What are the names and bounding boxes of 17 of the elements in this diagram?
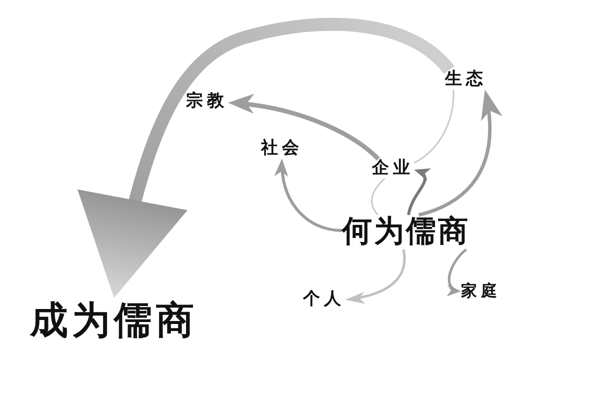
goal-title: 成为儒商: [30, 298, 198, 342]
curved-arrow: [446, 248, 467, 295]
concept-label: 家庭: [461, 282, 501, 300]
concept-label: 个人: [303, 290, 345, 310]
concept-label: 企业: [372, 159, 414, 179]
concept-label: 社会: [261, 139, 303, 159]
concept-label: 宗教: [186, 92, 228, 112]
central-question: 何为儒商: [342, 215, 470, 250]
concept-label: 生态: [445, 70, 487, 90]
curved-arrow: [228, 94, 380, 161]
curved-arrow: [275, 158, 342, 232]
curved-line: [414, 90, 454, 164]
curved-line: [371, 178, 386, 216]
curved-arrow: [418, 89, 502, 217]
curved-arrow: [407, 168, 432, 216]
curved-arrow: [78, 18, 454, 300]
curved-arrow: [344, 249, 406, 304]
